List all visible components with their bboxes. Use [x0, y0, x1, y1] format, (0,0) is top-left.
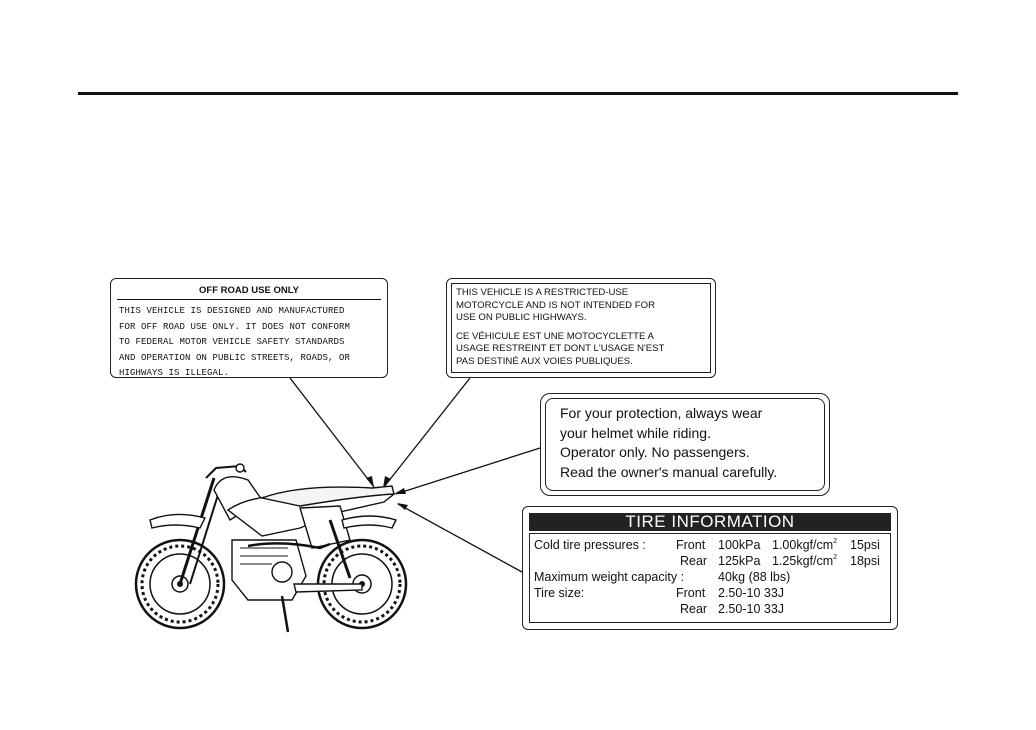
rear-size-position: Rear — [680, 602, 708, 616]
leader-line-restricted — [383, 377, 471, 488]
restricted-en-1: THIS VEHICLE IS A RESTRICTED-USE — [456, 287, 629, 298]
offroad-line-2: FOR OFF ROAD USE ONLY. IT DOES NOT CONFO… — [119, 321, 351, 332]
restricted-use-label: THIS VEHICLE IS A RESTRICTED-USE MOTORCY… — [446, 278, 716, 378]
tire-info-title: TIRE INFORMATION — [529, 513, 891, 531]
helmet-warning-label: For your protection, always wear your he… — [540, 393, 830, 496]
restricted-en-3: USE ON PUBLIC HIGHWAYS. — [456, 312, 587, 324]
leader-line-tire — [397, 503, 523, 573]
weight-capacity-label: Maximum weight capacity : — [534, 570, 685, 584]
restricted-fr-1: CE VÉHICULE EST UNE MOTOCYCLETTE A — [456, 330, 654, 342]
tire-size-label: Tire size: — [534, 586, 585, 600]
leader-line-helmet — [395, 447, 541, 495]
offroad-label-body: THIS VEHICLE IS DESIGNED AND MANUFACTURE… — [119, 304, 379, 382]
offroad-line-4: AND OPERATION ON PUBLIC STREETS, ROADS, … — [119, 352, 351, 363]
weight-capacity-value: 40kg (88 lbs) — [718, 570, 791, 584]
offroad-line-5: HIGHWAYS IS ILLEGAL. — [119, 368, 230, 378]
rear-pressure-position: Rear — [680, 554, 708, 568]
rear-pressure-kgf: 1.25kgf/cm2 — [772, 554, 838, 568]
offroad-warning-label: OFF ROAD USE ONLY THIS VEHICLE IS DESIGN… — [110, 278, 388, 378]
restricted-fr-3: PAS DESTINÉ AUX VOIES PUBLIQUES. — [456, 355, 633, 367]
front-size-position: Front — [676, 586, 706, 600]
front-pressure-psi: 15psi — [850, 538, 880, 552]
offroad-line-3: TO FEDERAL MOTOR VEHICLE SAFETY STANDARD… — [119, 337, 345, 347]
rear-pressure-kpa: 125kPa — [718, 554, 761, 568]
front-pressure-kgf: 1.00kgf/cm2 — [772, 538, 838, 552]
front-pressure-position: Front — [676, 538, 706, 552]
cold-pressure-label: Cold tire pressures : — [534, 538, 646, 552]
helmet-line-3: Operator only. No passengers. — [560, 444, 750, 460]
offroad-label-title: OFF ROAD USE ONLY — [117, 285, 381, 300]
helmet-line-4: Read the owner's manual carefully. — [560, 463, 778, 480]
tire-information-label: TIRE INFORMATION Cold tire pressures : F… — [522, 506, 898, 630]
header-rule — [78, 92, 958, 95]
front-tire-size: 2.50-10 33J — [718, 586, 785, 600]
front-pressure-kpa: 100kPa — [718, 538, 761, 552]
restricted-en-2: MOTORCYCLE AND IS NOT INTENDED FOR — [456, 299, 656, 311]
rear-tire-size: 2.50-10 33J — [718, 602, 785, 616]
leader-line-offroad — [289, 377, 375, 488]
helmet-line-2: your helmet while riding. — [560, 424, 711, 441]
restricted-fr-2: USAGE RESTREINT ET DONT L'USAGE N'EST — [456, 343, 665, 355]
offroad-line-1: THIS VEHICLE IS DESIGNED AND MANUFACTURE… — [119, 306, 345, 316]
helmet-line-1: For your protection, always wear — [560, 405, 763, 421]
rear-pressure-psi: 18psi — [850, 554, 880, 568]
